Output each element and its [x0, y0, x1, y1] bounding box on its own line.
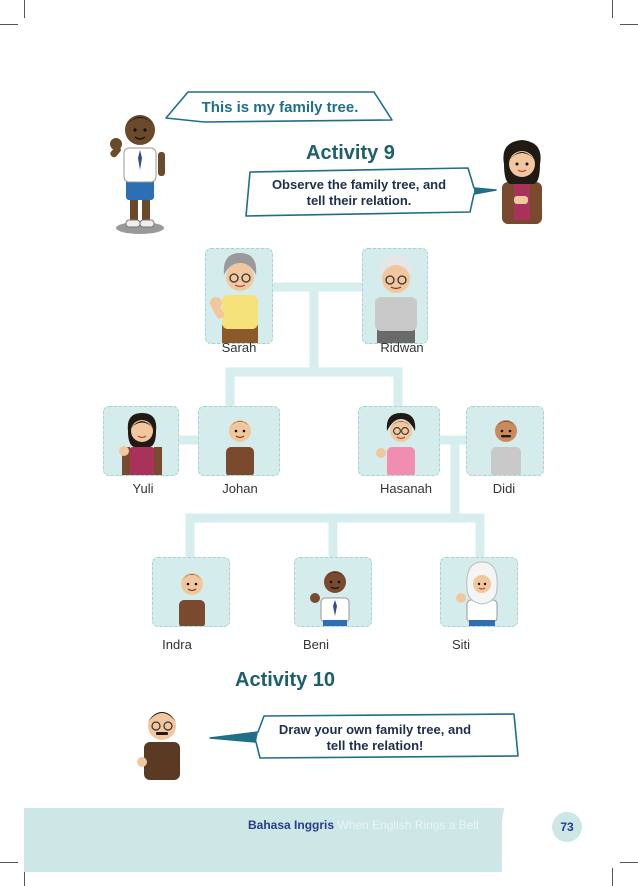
portrait-sarah: [205, 248, 273, 344]
portrait-johan: [198, 406, 280, 476]
activity10-instruction-line1: Draw your own family tree, and: [262, 722, 488, 737]
man-mustache-illustration: [134, 702, 186, 780]
footer-book-title: Bahasa Inggris When English Rings a Bell: [248, 818, 479, 832]
page-number: 73: [552, 812, 582, 842]
label-indra: Indra: [137, 637, 217, 652]
label-ridwan: Ridwan: [362, 340, 442, 355]
footer-title-bold: Bahasa Inggris: [248, 818, 334, 832]
label-yuli: Yuli: [103, 481, 183, 496]
label-beni: Beni: [276, 637, 356, 652]
portrait-yuli: [103, 406, 179, 476]
label-siti: Siti: [421, 637, 501, 652]
portrait-beni: [294, 557, 372, 627]
label-johan: Johan: [200, 481, 280, 496]
label-sarah: Sarah: [199, 340, 279, 355]
footer-band-slant: [490, 808, 506, 872]
footer-subtitle: When English Rings a Bell: [337, 818, 478, 832]
activity-10-heading: Activity 10: [235, 669, 335, 692]
activity10-instruction-line2: tell the relation!: [262, 738, 488, 753]
portrait-hasanah: [358, 406, 440, 476]
label-didi: Didi: [464, 481, 544, 496]
portrait-indra: [152, 557, 230, 627]
portrait-ridwan: [362, 248, 428, 344]
portrait-didi: [466, 406, 544, 476]
label-hasanah: Hasanah: [366, 481, 446, 496]
speech-bubble-activity10-outline: [206, 712, 520, 762]
portrait-siti: [440, 557, 518, 627]
